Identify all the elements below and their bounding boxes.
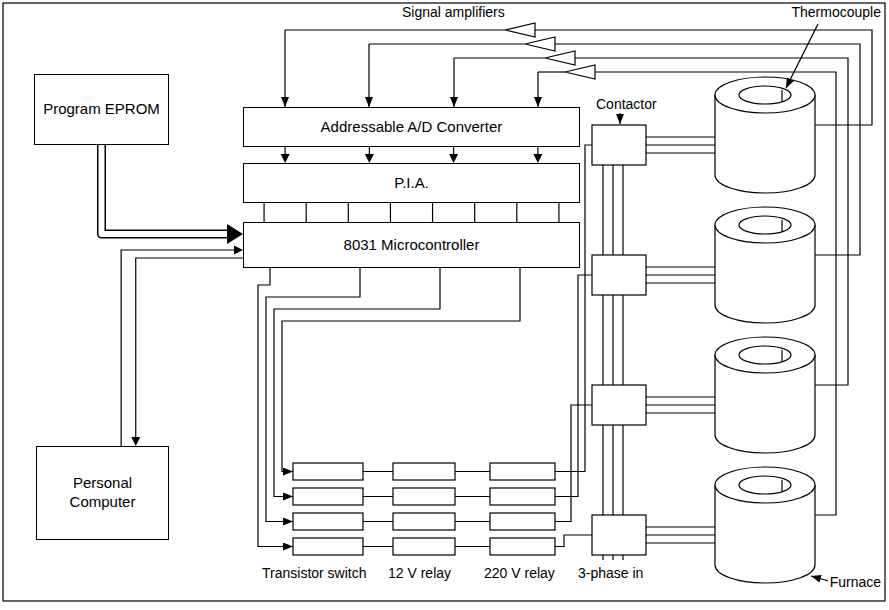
furnace-cylinder <box>715 77 815 583</box>
arrow-head <box>449 154 458 163</box>
box-label: 8031 Microcontroller <box>344 236 480 255</box>
arrow-head <box>365 154 374 163</box>
signal-path <box>516 203 517 222</box>
bus-outline <box>102 145 228 234</box>
callout-label: 3-phase in <box>576 565 645 582</box>
signal-path <box>432 203 433 222</box>
signal-path <box>285 147 286 154</box>
relay-chain-wires <box>363 145 592 547</box>
callout-label: 220 V relay <box>482 565 557 582</box>
signal-line <box>306 203 307 222</box>
leader-line <box>786 24 818 88</box>
signal-line <box>432 203 433 222</box>
signal-path <box>306 203 307 222</box>
signal-path <box>136 258 243 437</box>
contactor-to-furnace-wires <box>646 137 715 543</box>
arrow-head <box>533 154 542 163</box>
signal-path <box>558 203 559 222</box>
signal-line <box>365 147 374 163</box>
callout-label: 12 V relay <box>386 565 453 582</box>
signal-line <box>474 203 475 222</box>
process-box: Personal Computer <box>36 446 169 540</box>
signal-path <box>537 147 538 154</box>
signal-line <box>281 147 290 163</box>
signal-path <box>263 203 264 222</box>
contactor-box <box>592 125 646 555</box>
callout-label: Signal amplifiers <box>400 4 507 21</box>
signal-line <box>533 147 542 163</box>
callout-label: Furnace <box>828 574 883 591</box>
arrow-head <box>131 437 140 446</box>
signal-line <box>264 203 265 222</box>
signal-path <box>369 147 370 154</box>
process-box: 8031 Microcontroller <box>243 222 580 268</box>
arrow-head <box>234 246 243 255</box>
callout-label: Contactor <box>594 96 659 113</box>
box-label: Personal Computer <box>43 474 162 512</box>
three-phase-supply <box>603 165 623 560</box>
bus-fill <box>102 145 228 234</box>
signal-path <box>390 203 391 222</box>
signal-path <box>474 203 475 222</box>
thermocouple-wires <box>285 30 872 515</box>
arrow-head <box>227 224 243 244</box>
frame-border <box>3 3 885 601</box>
process-box: P.I.A. <box>243 163 580 203</box>
signal-line <box>516 203 517 222</box>
signal-path <box>121 250 234 446</box>
signal-line <box>558 203 559 222</box>
process-box: Addressable A/D Converter <box>243 107 580 147</box>
relay-box <box>293 463 555 555</box>
data-bus <box>102 145 244 244</box>
arrow-head <box>281 154 290 163</box>
signal-line <box>121 246 243 447</box>
signal-line <box>390 203 391 222</box>
process-box: Program EPROM <box>34 74 169 145</box>
signal-path <box>348 203 349 222</box>
box-label: Program EPROM <box>43 100 160 119</box>
signal-line <box>449 147 458 163</box>
box-label: P.I.A. <box>394 174 429 193</box>
signal-amplifier <box>505 23 595 79</box>
signal-path <box>453 147 454 154</box>
box-label: Addressable A/D Converter <box>321 118 503 137</box>
leader-line <box>619 113 620 124</box>
signal-line <box>131 258 243 446</box>
callout-label: Transistor switch <box>260 565 369 582</box>
controller-output-lines <box>258 268 520 547</box>
callout-label: Thermocouple <box>790 4 884 21</box>
signal-line <box>348 203 349 222</box>
